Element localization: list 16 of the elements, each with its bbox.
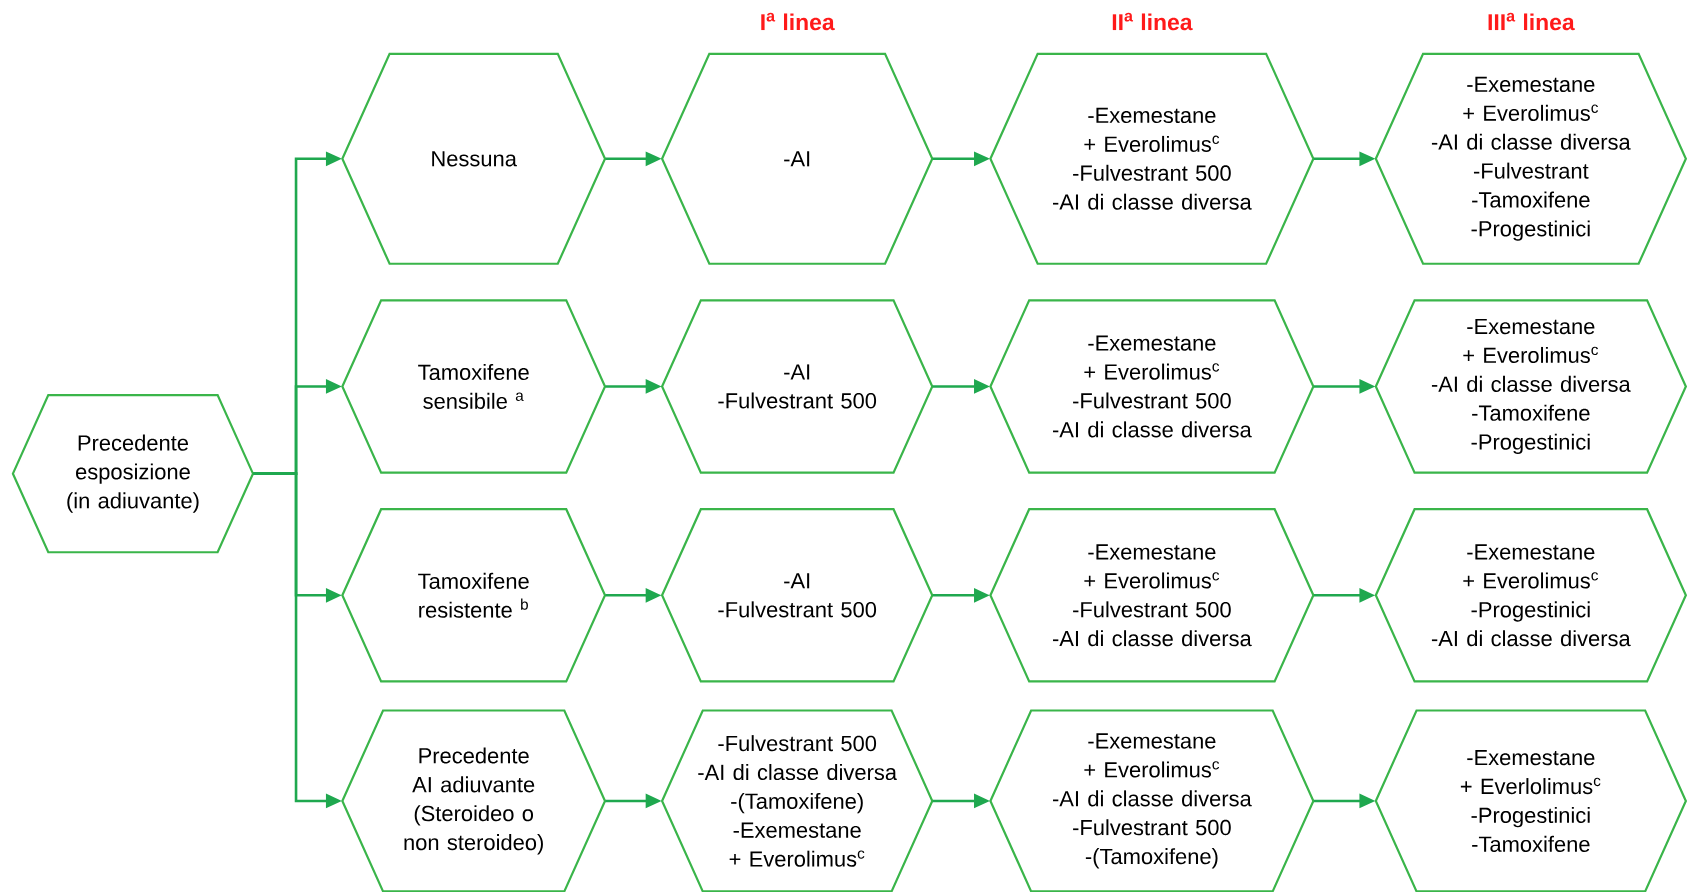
hexagon-box: -Exemestane + Everolimus$^{c}$ -Progestinici -AI di classe diversa	[1374, 507, 1688, 683]
hexagon-box: -Exemestane + Everlolimus$^{c}$ -Progestinici -Tamoxifene	[1374, 709, 1688, 892]
hexagon-box: Tamoxifene sensibile $^{a}$	[341, 299, 607, 474]
column-heading: I$^{a}$ linea	[761, 12, 835, 31]
hexagon-box: -Exemestane + Everolimus$^{c}$ -Fulvestrant 500 -AI di classe diversa	[989, 52, 1315, 265]
column-heading: III$^{a}$ linea	[1488, 12, 1575, 31]
hexagon-box: -Exemestane + Everolimus$^{c}$ -AI di classe diversa -Tamoxifene -Progestinici	[1374, 299, 1688, 474]
hexagon-box: -Exemestane + Everolimus$^{c}$ -AI di classe diversa -Fulvestrant -Tamoxifene -Progestinici	[1374, 52, 1688, 265]
hexagon-box: Tamoxifene resistente $^{b}$	[341, 507, 607, 683]
hexagon-box: Precedente AI adiuvante (Steroideo o non steroideo)	[341, 709, 607, 892]
hexagon-box: Precedente esposizione (in adiuvante)	[11, 393, 255, 554]
hexagon-box: -Exemestane + Everolimus$^{c}$ -Fulvestrant 500 -AI di classe diversa	[989, 299, 1315, 474]
hexagon-box: Nessuna	[341, 52, 607, 265]
hexagon-box: -Exemestane + Everolimus$^{c}$ -AI di classe diversa -Fulvestrant 500 -(Tamoxifene)	[989, 709, 1315, 892]
hexagon-box: -Exemestane + Everolimus$^{c}$ -Fulvestrant 500 -AI di classe diversa	[989, 507, 1315, 683]
column-heading: II$^{a}$ linea	[1112, 12, 1193, 31]
